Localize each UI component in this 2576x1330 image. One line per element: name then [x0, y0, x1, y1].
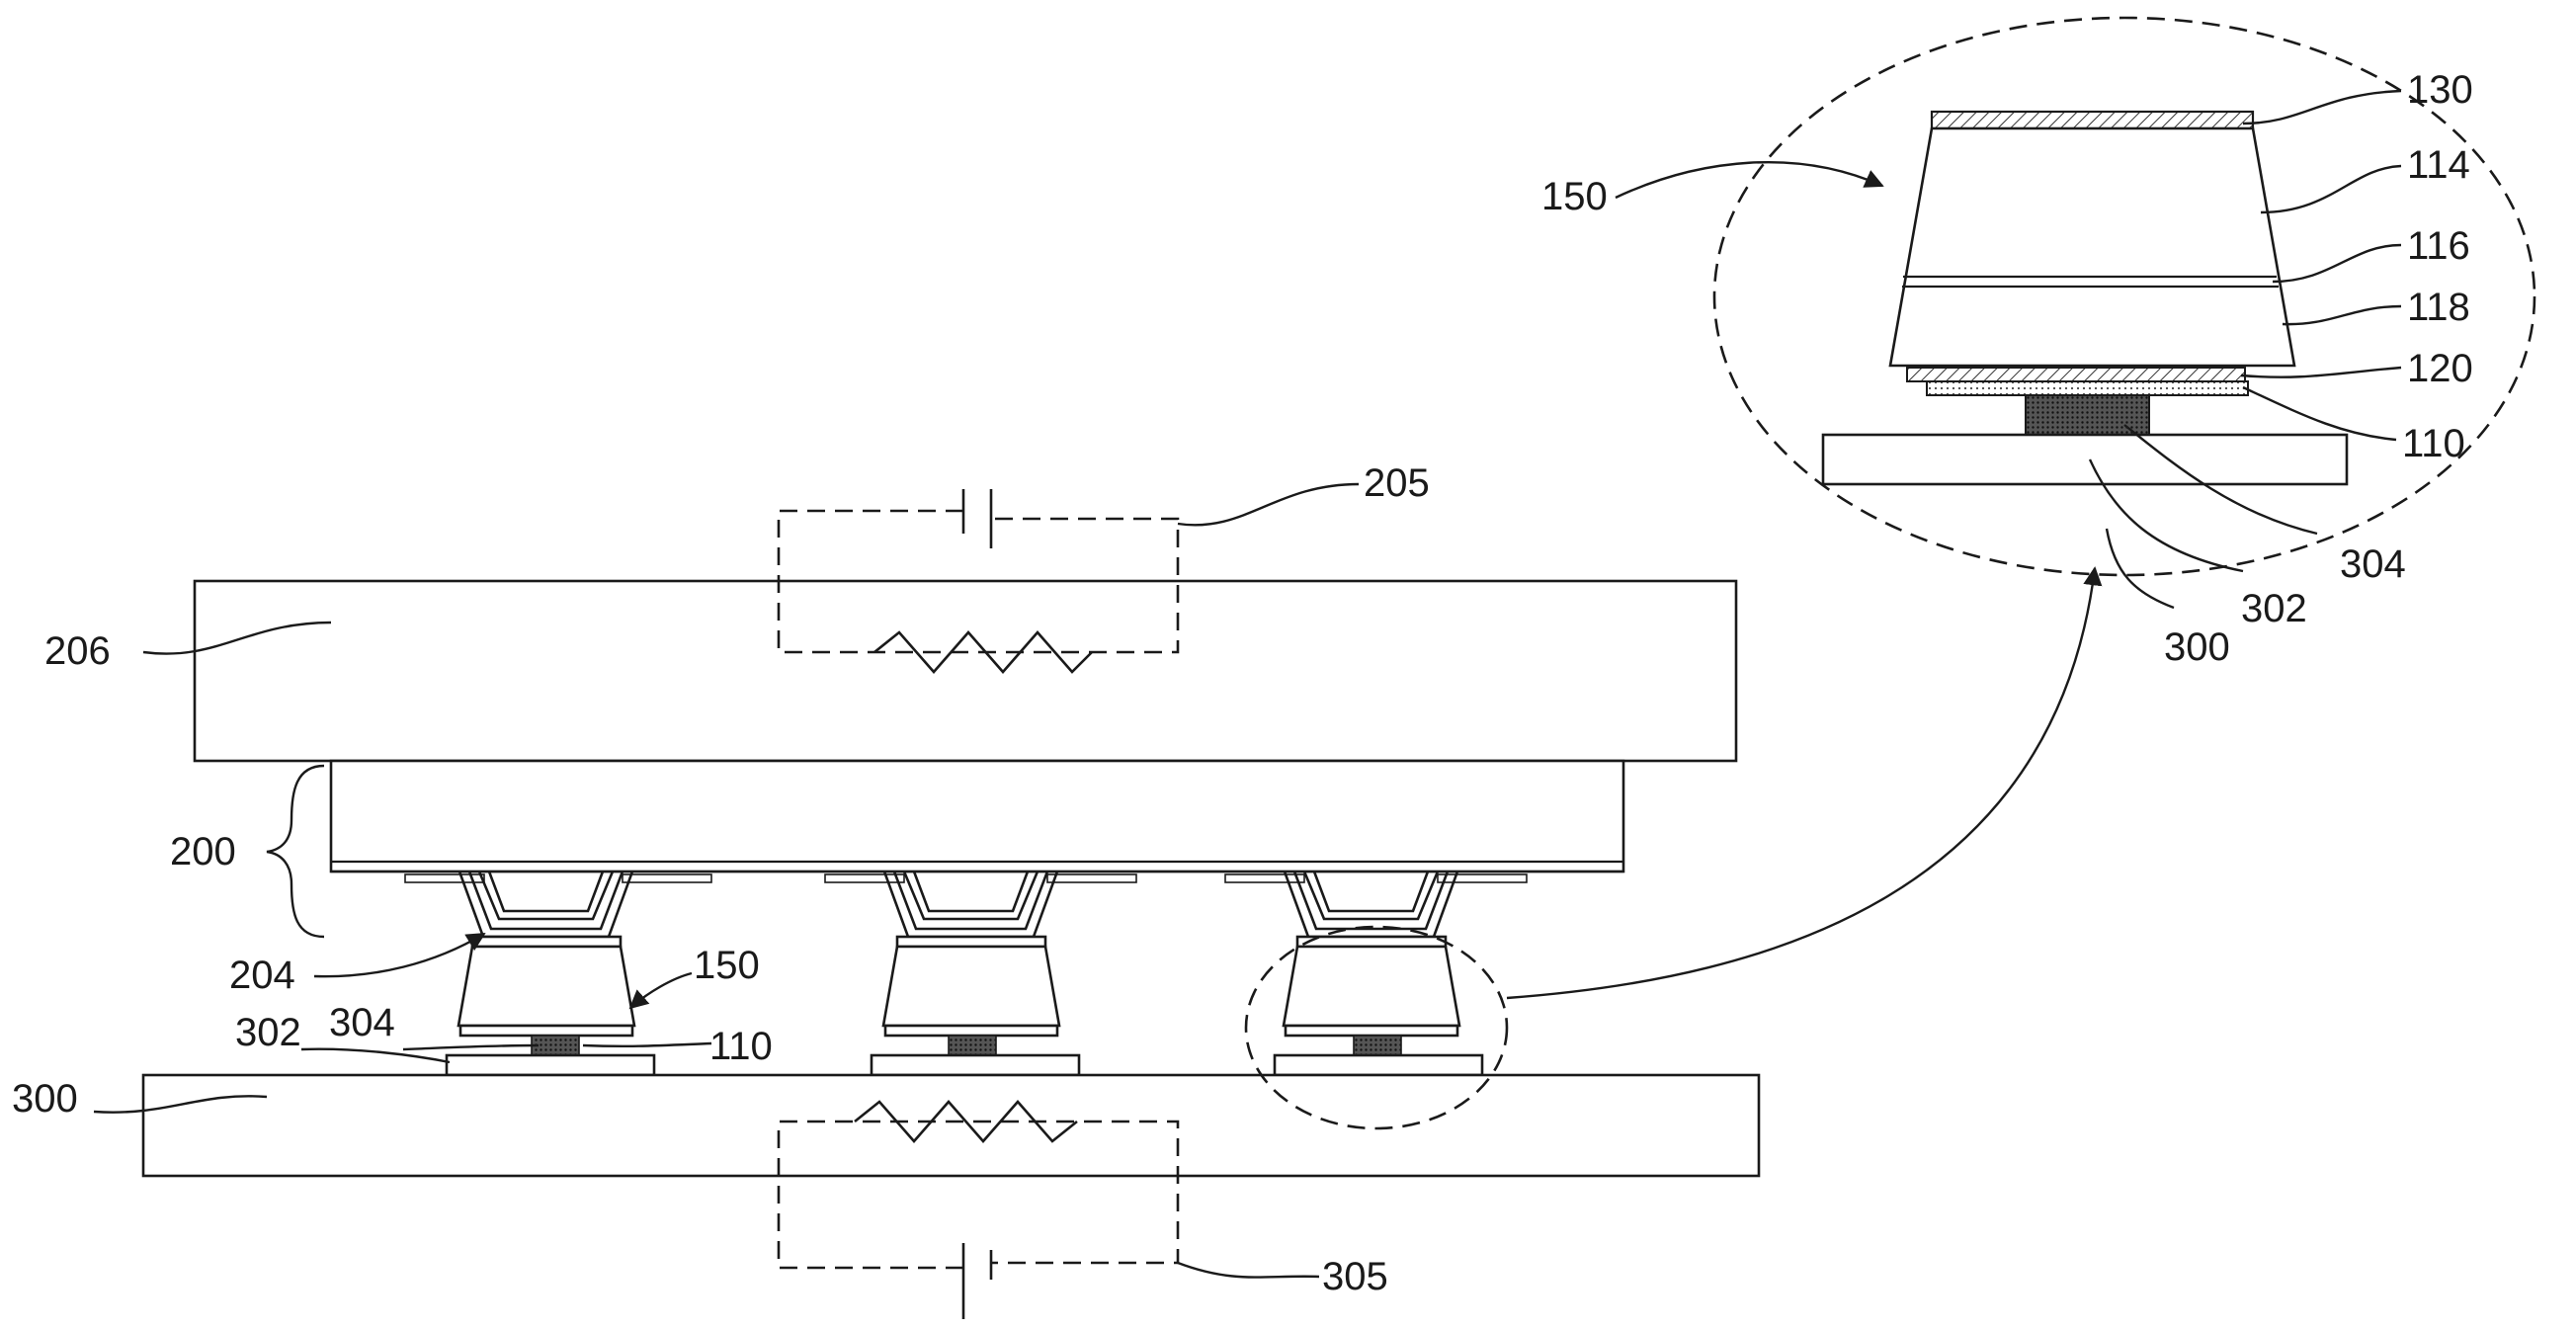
detail-pillar	[1823, 112, 2347, 484]
label-120: 120	[2407, 347, 2473, 390]
die-200	[331, 761, 1623, 872]
label-130: 130	[2407, 68, 2473, 112]
label-114: 114	[2407, 143, 2470, 187]
bump-204-left	[459, 872, 632, 937]
label-200: 200	[170, 830, 236, 873]
label-300-detail: 300	[2164, 625, 2230, 669]
carrier-206	[195, 581, 1736, 761]
label-110: 110	[709, 1025, 773, 1068]
label-116: 116	[2407, 224, 2470, 268]
label-305: 305	[1322, 1255, 1388, 1298]
pad-302-middle	[872, 1055, 1079, 1075]
pad-302-left	[447, 1055, 654, 1075]
label-150-detail: 150	[1541, 175, 1608, 218]
label-300: 300	[12, 1077, 78, 1121]
label-304: 304	[329, 1001, 395, 1044]
label-118: 118	[2407, 286, 2470, 329]
pillar-150-right	[1284, 937, 1459, 1055]
label-206: 206	[44, 629, 111, 673]
pillar-150-middle	[883, 937, 1059, 1055]
label-110-detail: 110	[2402, 422, 2465, 465]
pillar-150-left	[458, 937, 634, 1055]
substrate-300	[143, 1075, 1759, 1176]
label-150: 150	[694, 944, 760, 987]
label-204: 204	[229, 954, 295, 997]
pad-302-right	[1275, 1055, 1482, 1075]
label-302-detail: 302	[2241, 587, 2307, 630]
label-205: 205	[1364, 461, 1430, 505]
label-304-detail: 304	[2340, 542, 2406, 586]
label-302: 302	[235, 1011, 301, 1054]
bump-204-middle	[884, 872, 1057, 937]
